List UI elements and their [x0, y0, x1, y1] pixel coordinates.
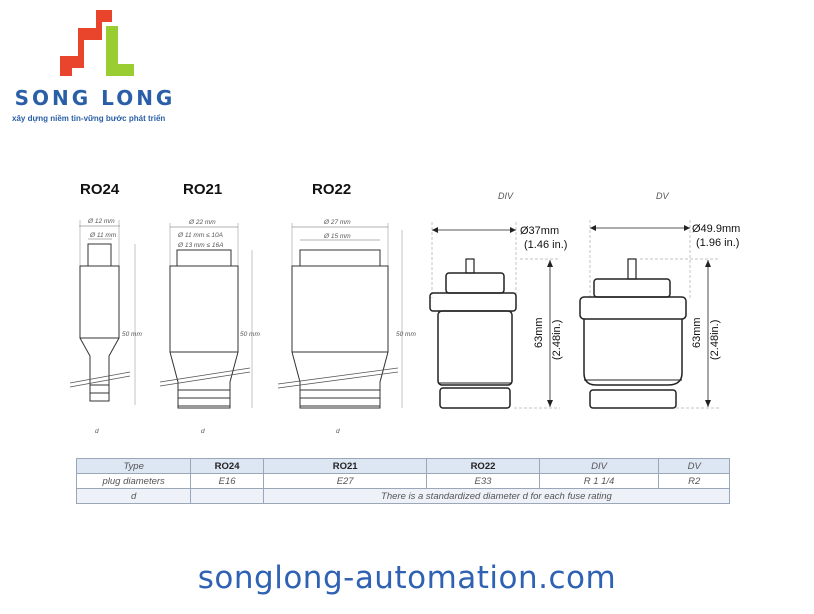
ro22-drawing: RO22 Ø 27 mm Ø 15 mm 50 mm d	[277, 181, 416, 435]
company-logo: SONG LONG xây dựng niềm tin-vững bước ph…	[10, 6, 180, 126]
ro24-dim-top: Ø 12 mm	[87, 218, 115, 225]
type-ro21: RO21	[262, 458, 428, 474]
div-diameter: Ø37mm	[520, 225, 559, 237]
table-row: Type RO24 RO21 RO22 DIV DV	[75, 458, 730, 474]
ro24-height: 50 mm	[122, 331, 142, 338]
div-diameter-in: (1.46 in.)	[524, 239, 567, 251]
ro24-dim-sub: Ø 11 mm	[89, 232, 117, 239]
ro24-title: RO24	[80, 181, 120, 198]
table-row: plug diameters E16 E27 E33 R 1 1/4 R2	[75, 473, 730, 489]
type-ro24: RO24	[190, 458, 264, 474]
plug-ro21: E27	[262, 473, 428, 489]
brand-name: SONG LONG	[14, 86, 176, 110]
plug-dv: R2	[658, 473, 730, 489]
type-label: Type	[75, 458, 192, 474]
d-empty	[190, 488, 264, 504]
ro21-title: RO21	[183, 181, 222, 198]
plug-ro24: E16	[190, 473, 264, 489]
dv-height: 63mm	[691, 317, 703, 348]
div-height: 63mm	[533, 317, 545, 348]
website-url: songlong-automation.com	[197, 560, 617, 596]
dv-drawing: DV Ø49.9mm (1.96 in.) 63mm (2.48in.)	[579, 191, 740, 409]
ro21-drawing: RO21 Ø 22 mm Ø 11 mm ≤ 10A Ø 13 mm ≤ 16A…	[159, 181, 260, 435]
ro21-height: 50 mm	[240, 331, 260, 338]
ro21-dim-sub2: Ø 13 mm ≤ 16A	[177, 242, 223, 249]
ro21-d-label: d	[201, 428, 205, 435]
ro22-title: RO22	[312, 181, 351, 198]
div-height-in: (2.48in.)	[551, 320, 563, 360]
dv-height-in: (2.48in.)	[709, 320, 721, 360]
ro22-dim-top: Ø 27 mm	[323, 219, 351, 226]
type-ro22: RO22	[426, 458, 540, 474]
dv-title: DV	[656, 191, 669, 201]
div-drawing: DIV Ø37mm (1.46 in.) 63mm (2.48in.)	[429, 191, 567, 409]
ro24-d-label: d	[95, 428, 99, 435]
dv-diameter-in: (1.96 in.)	[696, 237, 739, 249]
table-row: d There is a standardized diameter d for…	[75, 488, 731, 504]
plug-div: R 1 1/4	[538, 473, 660, 489]
plug-label: plug diameters	[75, 473, 192, 489]
logo-mark-icon	[60, 10, 134, 76]
d-label: d	[75, 488, 192, 504]
ro21-dim-top: Ø 22 mm	[188, 219, 216, 226]
type-dv: DV	[658, 458, 730, 474]
ro22-height: 50 mm	[396, 331, 416, 338]
div-title: DIV	[498, 191, 514, 201]
type-div: DIV	[538, 458, 660, 474]
plug-ro22: E33	[426, 473, 540, 489]
spec-table: Type RO24 RO21 RO22 DIV DV plug diameter…	[75, 458, 731, 504]
brand-tagline: xây dựng niềm tin-vững bước phát triển	[12, 114, 166, 123]
ro21-dim-sub1: Ø 11 mm ≤ 10A	[177, 232, 223, 239]
ro22-d-label: d	[336, 428, 340, 435]
d-note: There is a standardized diameter d for e…	[262, 488, 731, 504]
ro22-dim-sub: Ø 15 mm	[323, 233, 351, 240]
ro24-drawing: RO24 Ø 12 mm Ø 11 mm 50 mm d	[69, 181, 142, 435]
dv-diameter: Ø49.9mm	[692, 223, 740, 235]
fuse-drawings: RO24 Ø 12 mm Ø 11 mm 50 mm d RO21 Ø 22 m…	[69, 181, 740, 435]
